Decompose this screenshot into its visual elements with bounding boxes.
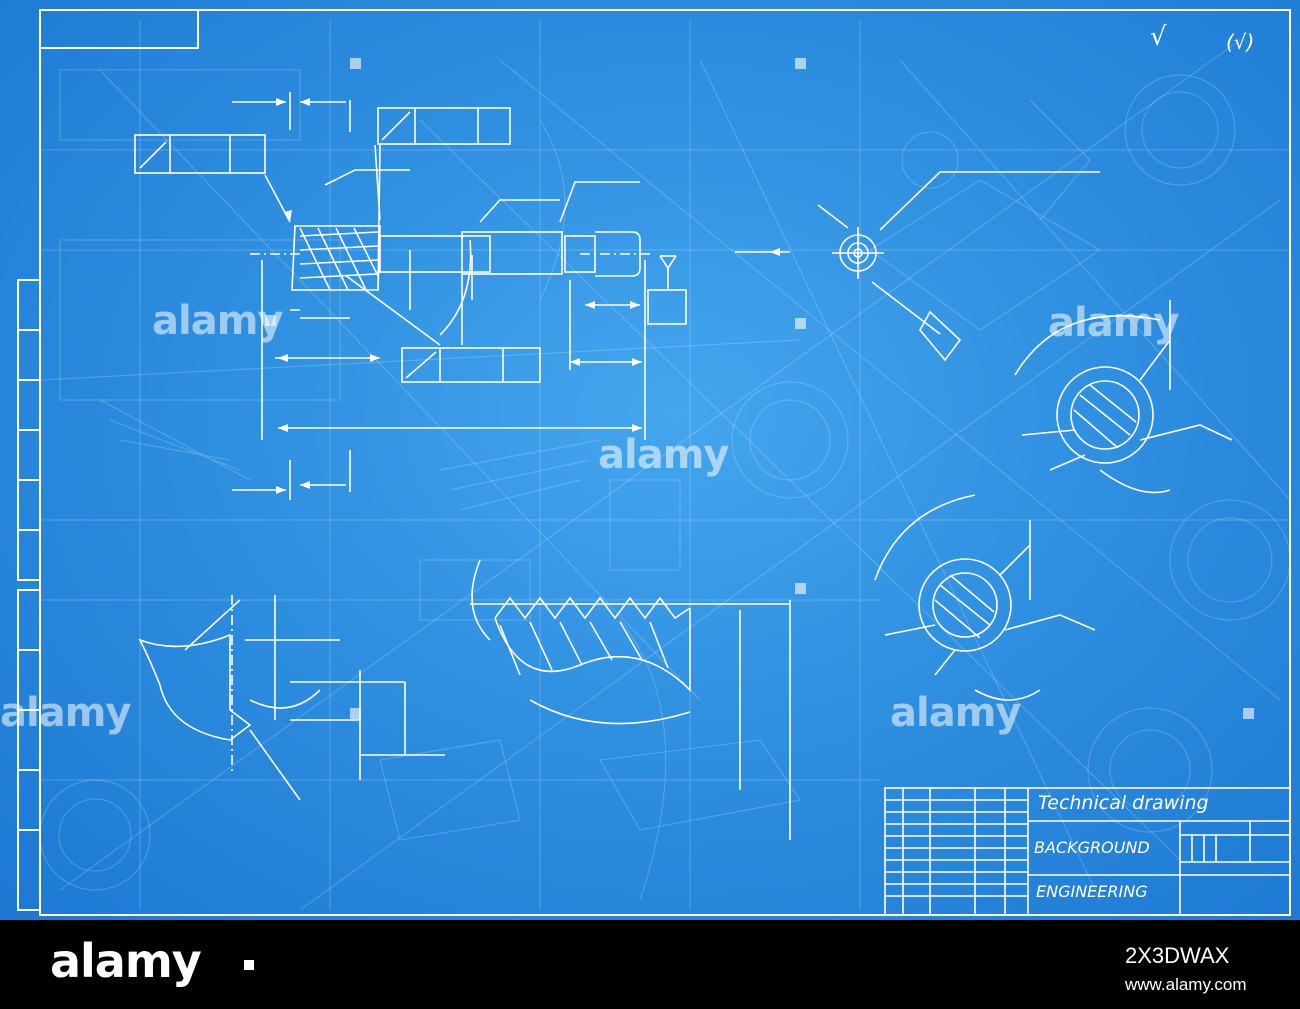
watermark: alamy <box>152 298 283 344</box>
site-url: www.alamy.com <box>1125 975 1247 994</box>
tap-side-view <box>134 92 687 500</box>
footer-logo-dot <box>244 960 254 970</box>
section-views <box>735 171 1233 701</box>
title-block-line3: ENGINEERING <box>1036 882 1148 901</box>
roughness-note: (√) <box>1226 30 1255 54</box>
drawing-canvas <box>17 9 1291 916</box>
watermark-dot <box>795 58 806 69</box>
dimension-arrowheads <box>276 98 780 494</box>
watermark-dot <box>795 318 806 329</box>
blueprint-sheet: √ (√) Technical drawing BACKGROUND ENGIN… <box>0 0 1300 920</box>
image-id: 2X3DWAX <box>1125 943 1230 968</box>
drawing-frame <box>17 9 1291 916</box>
roughness-symbol: √ <box>1150 22 1167 52</box>
title-block <box>884 787 1291 916</box>
footer-bar <box>0 920 1300 1009</box>
thread-profile-view <box>138 559 791 840</box>
watermark-dot <box>350 708 361 719</box>
watermark: alamy <box>890 690 1021 736</box>
title-block-line2: BACKGROUND <box>1034 838 1150 857</box>
watermark-dot <box>1243 708 1254 719</box>
watermark-dot <box>265 315 276 326</box>
watermark-dot <box>350 58 361 69</box>
background-construction-lines <box>39 20 1291 911</box>
watermark: alamy <box>598 432 729 478</box>
footer-logo: alamy <box>50 934 202 988</box>
title-block-title: Technical drawing <box>1038 792 1209 814</box>
watermark: alamy <box>1048 300 1179 346</box>
watermark: alamy <box>0 690 131 736</box>
watermark-dot <box>795 583 806 594</box>
